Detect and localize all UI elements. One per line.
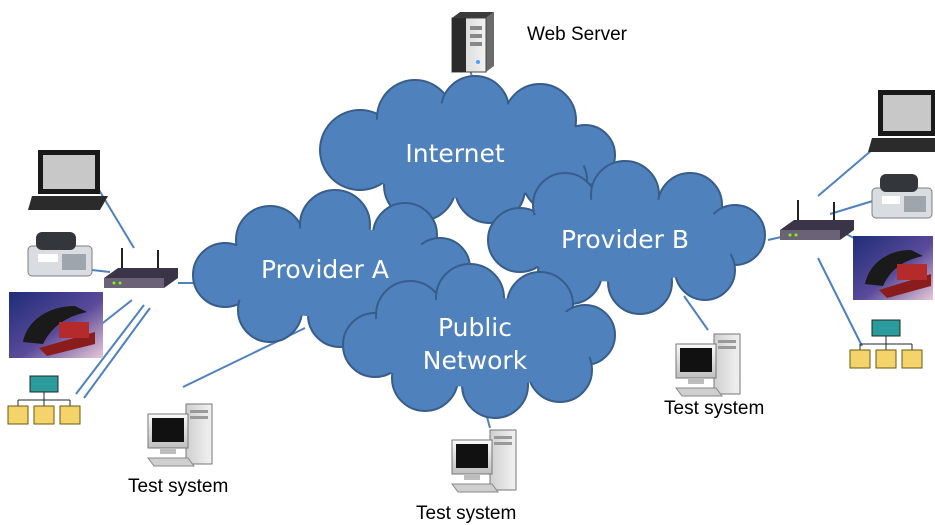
link-laptop-left-router <box>95 184 135 249</box>
fax-machine-icon <box>27 232 93 277</box>
test-system-center-label: Test system <box>416 503 517 524</box>
router-icon <box>104 248 178 288</box>
link-org-left-router-2 <box>83 307 151 399</box>
desktop-computer-icon <box>147 403 213 467</box>
desk-phone-icon <box>9 292 103 358</box>
test-system-right-label: Test system <box>664 398 765 419</box>
link-testsys-right-provider-b <box>683 295 709 331</box>
desk-phone-icon <box>853 236 933 300</box>
link-router-b-org-right <box>817 257 863 347</box>
link-fax-left-router <box>91 269 111 273</box>
laptop-icon <box>868 90 935 152</box>
server-tower-icon <box>451 12 494 73</box>
cloud-label-public-network-line2: Network <box>422 346 528 375</box>
link-router-b-fax-right <box>829 199 877 215</box>
cloud-label-public-network-line1: Public <box>438 313 512 342</box>
laptop-icon <box>28 150 108 210</box>
link-org-left-router-1 <box>75 304 145 395</box>
cloud-public-network <box>342 263 616 419</box>
org-chart-icon <box>849 319 923 369</box>
cloud-label-internet: Internet <box>405 139 505 168</box>
fax-machine-icon <box>871 174 933 219</box>
cloud-provider-b <box>487 160 766 315</box>
router-icon <box>780 200 854 240</box>
web-server-label: Web Server <box>527 24 627 45</box>
desktop-computer-icon <box>675 333 741 397</box>
cloud-label-provider-a: Provider A <box>261 255 389 284</box>
test-system-left-label: Test system <box>128 476 229 497</box>
cloud-label-provider-b: Provider B <box>560 225 690 254</box>
link-router-b-laptop-right <box>817 149 873 197</box>
org-chart-icon <box>7 375 81 425</box>
desktop-computer-icon <box>451 429 517 493</box>
